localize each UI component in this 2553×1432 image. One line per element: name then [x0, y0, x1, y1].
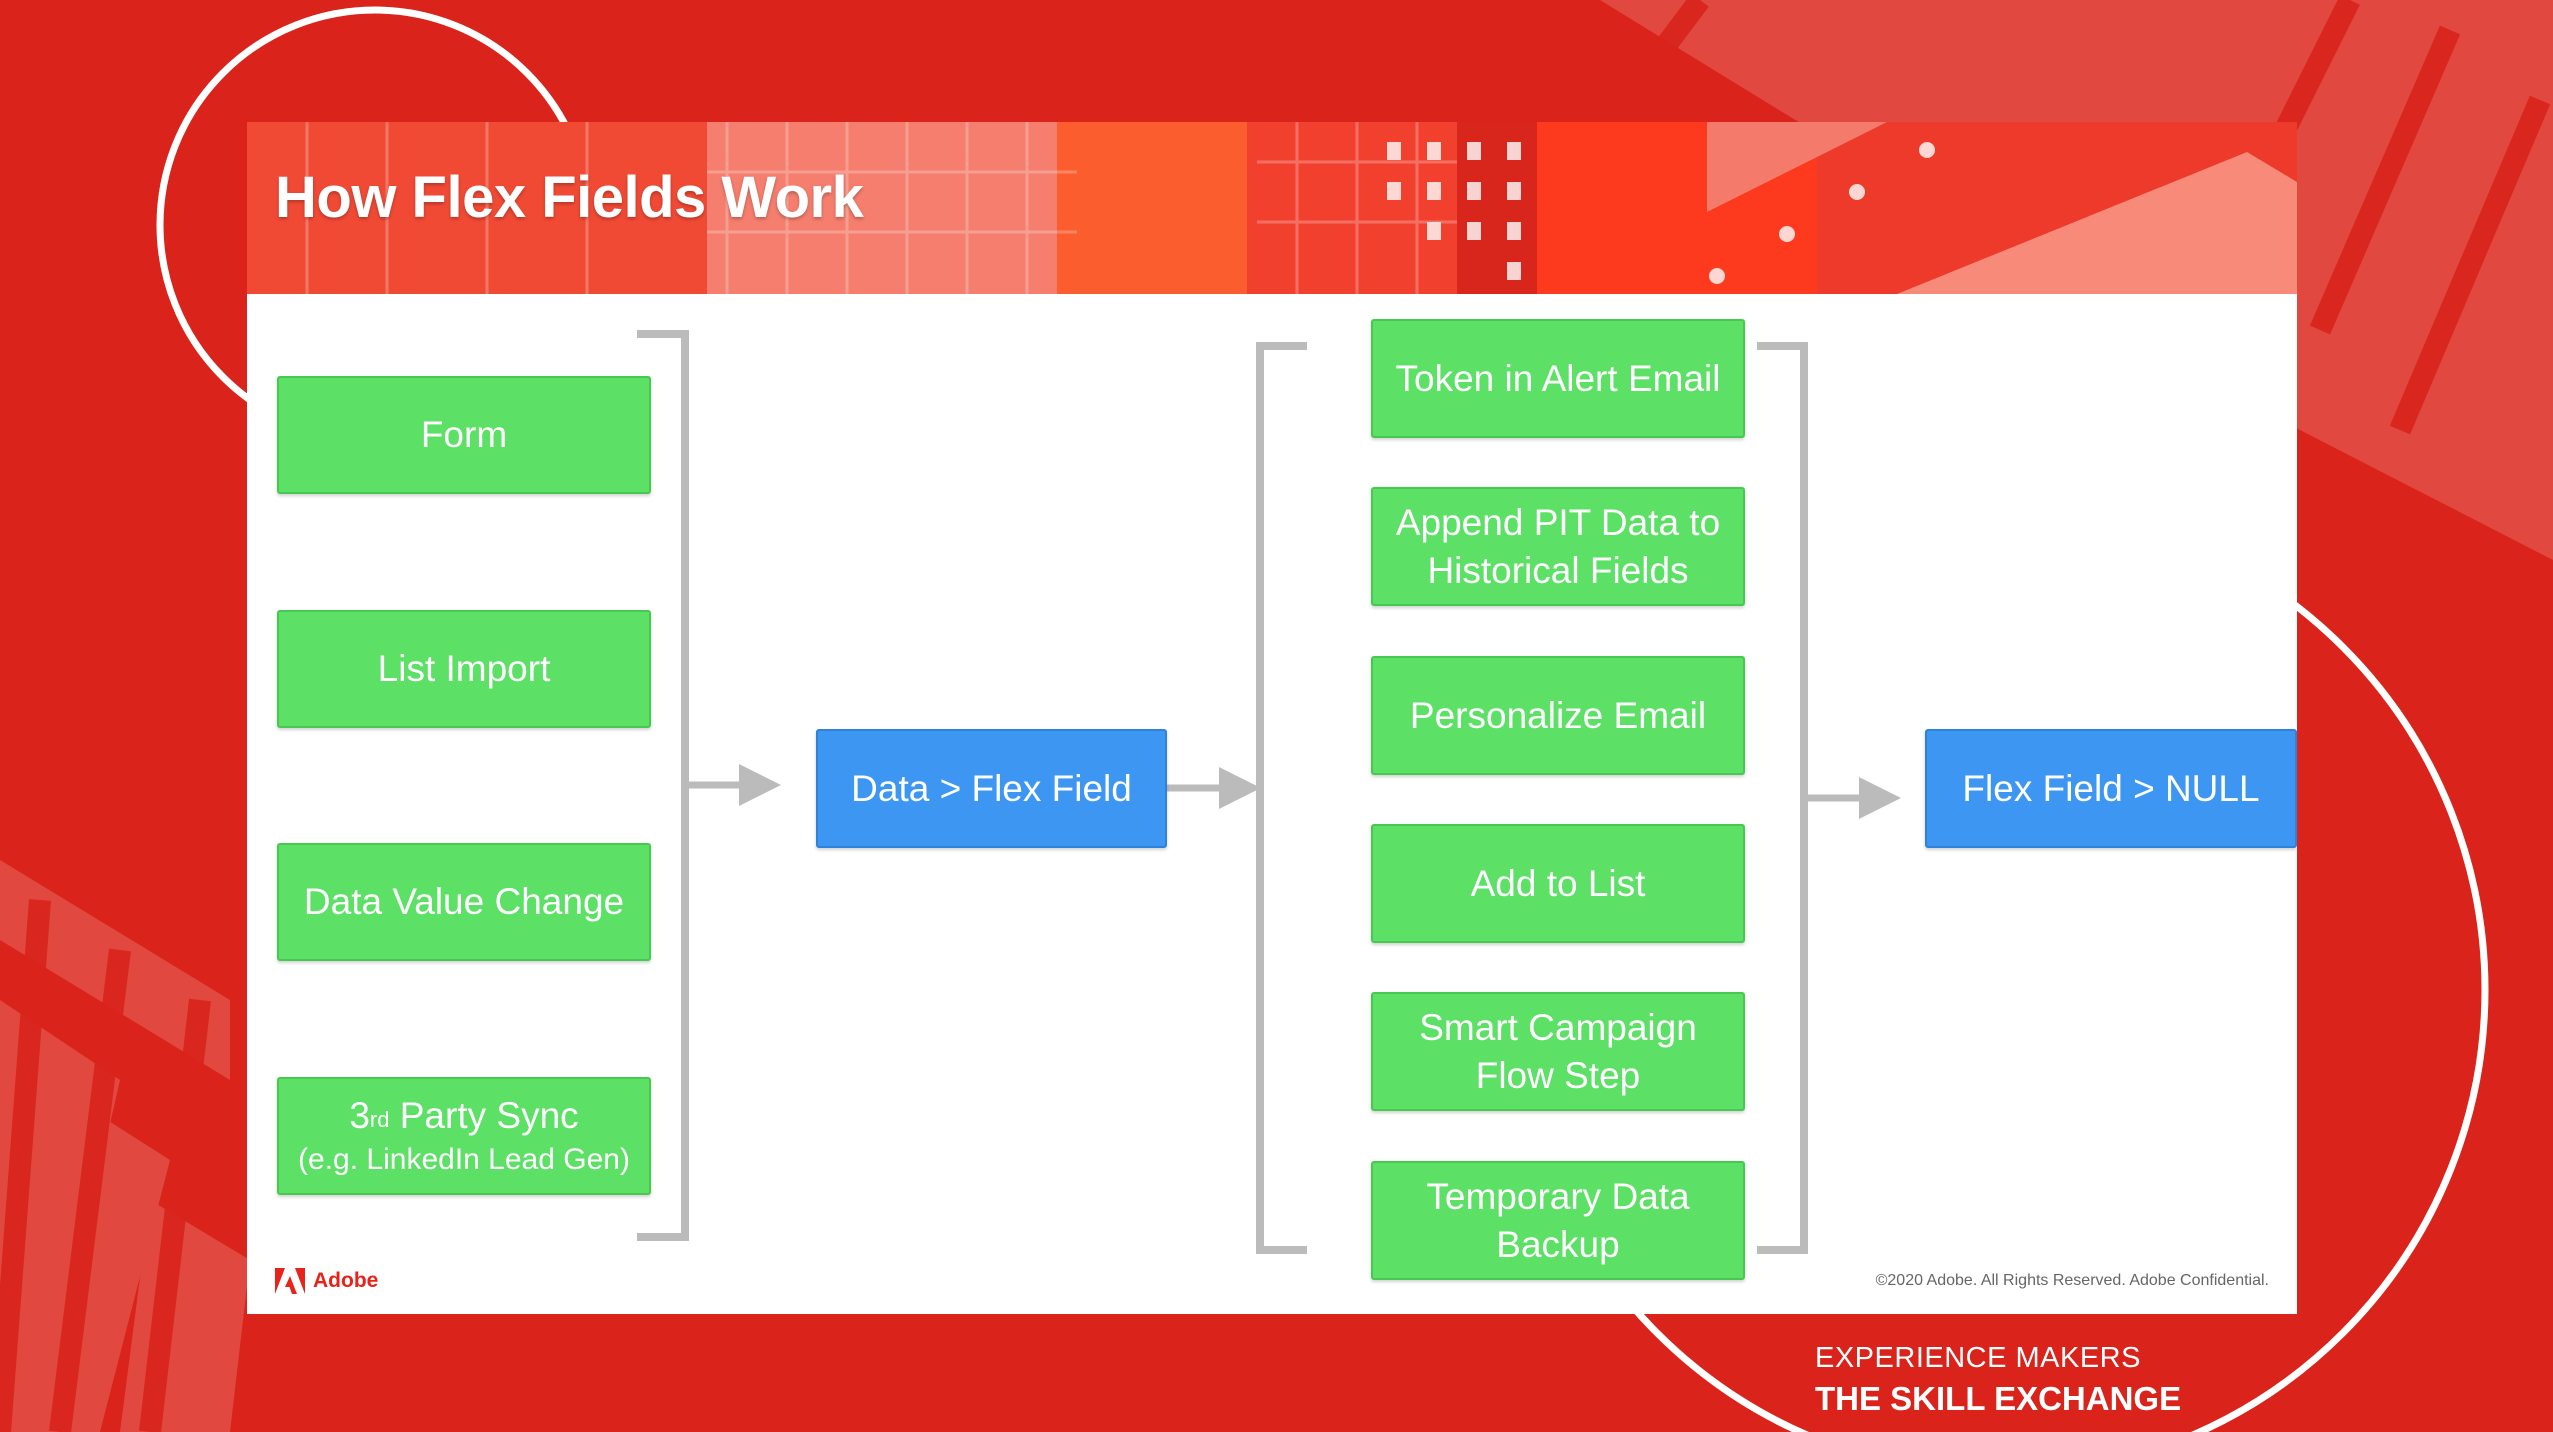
center-data-flex-field: Data > Flex Field [816, 729, 1167, 848]
source-third-party-sync-label: 3rd Party Sync [349, 1092, 578, 1140]
use-label-line1: Append PIT Data to [1395, 501, 1721, 543]
use-label-line2: Historical Fields [1427, 549, 1689, 591]
use-temporary-data-backup: Temporary Data Backup [1371, 1161, 1745, 1280]
result-flex-field-null: Flex Field > NULL [1925, 729, 2297, 848]
use-label-line1: Temporary Data [1426, 1175, 1690, 1217]
third-party-text: Party Sync [389, 1095, 579, 1136]
slide-title: How Flex Fields Work [275, 165, 864, 230]
title-banner: How Flex Fields Work [247, 122, 2297, 294]
use-token-in-alert-email: Token in Alert Email [1371, 319, 1745, 438]
source-list-import-label: List Import [377, 648, 551, 689]
source-data-value-change-label: Data Value Change [303, 881, 625, 922]
source-third-party-sync-example: (e.g. LinkedIn Lead Gen) [298, 1143, 630, 1176]
use-label: Token in Alert Email [1395, 357, 1721, 399]
center-label: Data > Flex Field [851, 767, 1132, 809]
adobe-logo: Adobe [275, 1268, 378, 1294]
source-third-party-sync: 3rd Party Sync (e.g. LinkedIn Lead Gen) [277, 1077, 651, 1195]
source-list-import: List Import [277, 610, 651, 728]
slide: How Flex Fields Work Form List Import Da… [247, 122, 2297, 1314]
result-label: Flex Field > NULL [1962, 767, 2260, 809]
source-form-label: Form [420, 414, 508, 455]
use-label: Add to List [1470, 862, 1646, 904]
adobe-logo-icon [275, 1268, 305, 1294]
middle-right-bracket [1757, 342, 1808, 1254]
use-append-pit-data: Append PIT Data to Historical Fields [1371, 487, 1745, 606]
use-smart-campaign-flow-step: Smart Campaign Flow Step [1371, 992, 1745, 1111]
use-label-line1: Smart Campaign [1419, 1006, 1697, 1048]
use-label: Personalize Email [1409, 694, 1707, 736]
use-label-line2: Backup [1496, 1223, 1620, 1265]
event-line-2: THE SKILL EXCHANGE [1815, 1380, 2182, 1417]
event-line-1: EXPERIENCE MAKERS [1815, 1342, 2141, 1374]
use-add-to-list: Add to List [1371, 824, 1745, 943]
middle-left-bracket [1256, 342, 1307, 1254]
diagram-connectors [637, 330, 1901, 1254]
third-party-number: 3 [349, 1095, 370, 1136]
use-personalize-email: Personalize Email [1371, 656, 1745, 775]
use-label-line2: Flow Step [1475, 1054, 1641, 1096]
adobe-wordmark: Adobe [313, 1269, 379, 1292]
source-form: Form [277, 376, 651, 494]
source-data-value-change: Data Value Change [277, 843, 651, 961]
copyright-text: ©2020 Adobe. All Rights Reserved. Adobe … [1875, 1272, 2269, 1289]
third-party-ordinal: rd [369, 1107, 390, 1132]
left-bracket [637, 330, 689, 1241]
